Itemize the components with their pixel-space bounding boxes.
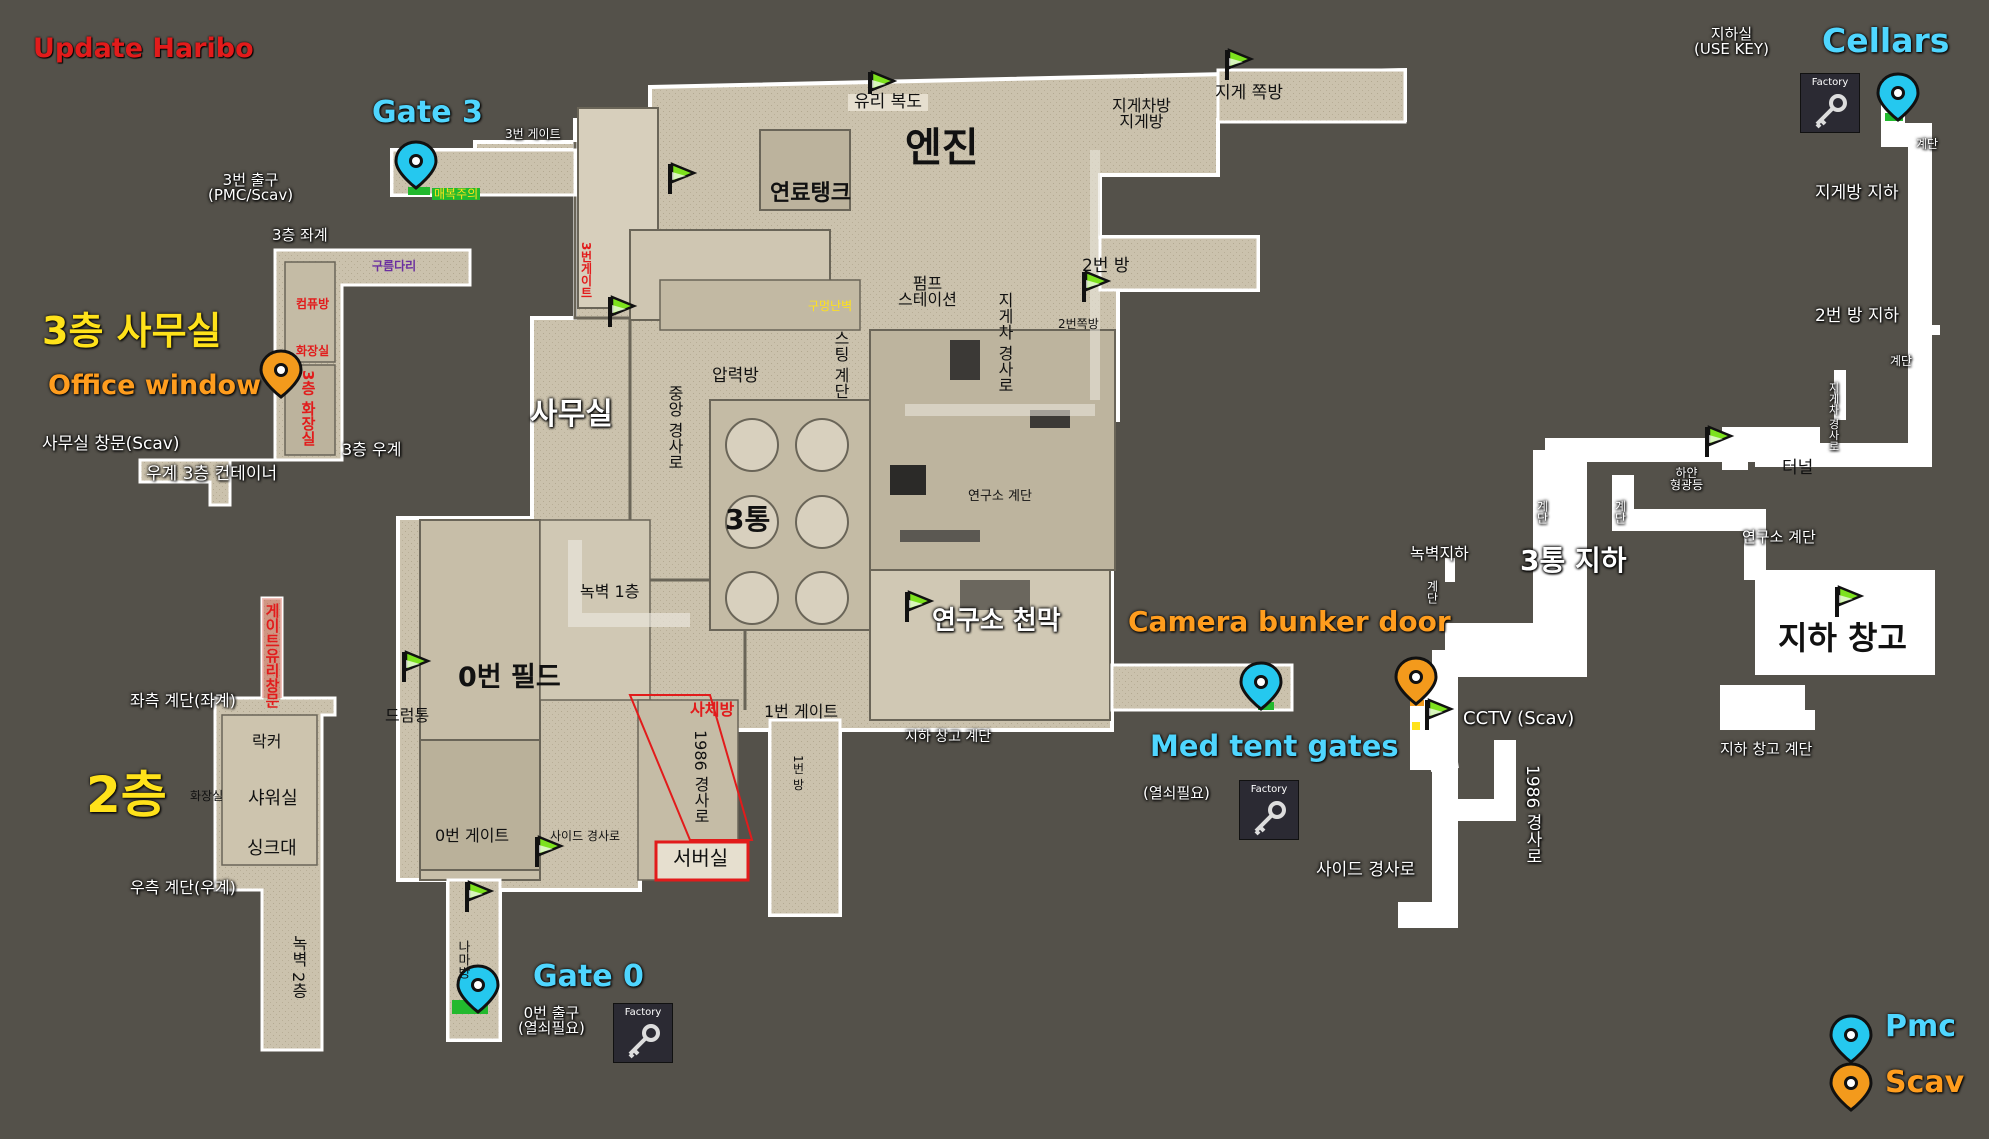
underground-storage-block xyxy=(1755,570,1935,675)
key-factory-cellars: Factory xyxy=(1800,73,1860,133)
left-stairs: 좌측 계단(좌계) xyxy=(130,691,236,710)
glass-partition: 게이트유리창문 xyxy=(263,603,281,708)
shower-label: 샤워실 xyxy=(248,788,298,809)
ug-cctv: CCTV (Scav) xyxy=(1463,708,1575,729)
ug-stairs2: 계단 xyxy=(1890,354,1913,368)
room-ramp1986: 1986 경사로 xyxy=(691,730,710,824)
key-icon xyxy=(1254,801,1286,836)
room-lab-ceiling: 연구소 천막 xyxy=(932,606,1061,636)
room-office: 사무실 xyxy=(530,397,613,432)
ug-storage-stairs: 지하 창고 계단 xyxy=(1720,740,1813,758)
floor3-offices xyxy=(138,248,472,507)
room-lab-stairs: 연구소 계단 xyxy=(968,489,1032,504)
room-side-ramp-inner: 사이드 경사로 xyxy=(550,829,621,843)
room-fuel-tank: 연료탱크 xyxy=(770,181,851,206)
floor2-title: 2층 xyxy=(86,766,167,824)
room-server: 서버실 xyxy=(673,846,729,870)
legend-pmc: Pmc xyxy=(1885,1009,1957,1044)
room-forklift: 지게차방 지게방 xyxy=(1112,96,1171,131)
key-icon xyxy=(1815,94,1847,129)
room-forklift-ramp: 지게차 경사로 xyxy=(995,292,1014,394)
cellars-sub: 지하실 (USE KEY) xyxy=(1694,25,1769,58)
office-window-extract: Office window xyxy=(48,370,262,401)
room-2: 2번 방 xyxy=(1082,256,1130,276)
ug-stairs4: 계단 xyxy=(1613,500,1627,524)
legend-scav: Scav xyxy=(1885,1065,1965,1100)
room-2-small: 2번쪽방 xyxy=(1058,317,1099,331)
bridge-label: 구름다리 xyxy=(372,259,417,273)
toilet-label: 화장실 xyxy=(190,789,224,803)
room-field0: 0번 필드 xyxy=(458,662,561,693)
room-forklift-small: 지게 쪽방 xyxy=(1215,83,1283,103)
right-stairs: 우측 계단(우계) xyxy=(130,878,236,897)
ug-forklift-basement: 지게방 지하 xyxy=(1815,183,1899,203)
ug-ramp1986: 1986 경사로 xyxy=(1522,765,1542,865)
ug-forklift-ramp: 지게차 경사로 xyxy=(1827,382,1840,452)
med-tent-extract: Med tent gates xyxy=(1150,729,1399,763)
ug-rust-basement: 녹벽지하 xyxy=(1410,544,1469,563)
ug-room2-basement: 2번 방 지하 xyxy=(1815,306,1900,326)
room-c: 3층 화장실 xyxy=(299,370,317,446)
room-naked: 나마방 xyxy=(455,940,470,979)
gate3-extract: Gate 3 xyxy=(372,95,483,130)
room-gate3-small: 3번 게이트 xyxy=(505,127,561,141)
sink-label: 싱크대 xyxy=(247,838,297,859)
room-pump-station: 펌프 스테이션 xyxy=(898,274,957,309)
floor3-office-title: 3층 사무실 xyxy=(42,309,222,353)
locker-label: 락커 xyxy=(252,732,282,751)
container-label: 우계 3층 컨테이너 xyxy=(146,464,278,484)
rust-floor2: 녹벽 2층 xyxy=(289,935,308,999)
exit0-label: 0번 출구 (열쇠필요) xyxy=(518,1004,585,1037)
ug-storage: 지하 창고 xyxy=(1778,619,1907,657)
room-drum: 드럼통 xyxy=(385,706,430,725)
room-a: 컴퓨방 xyxy=(296,297,330,311)
room-central-ramp: 중앙 경사로 xyxy=(665,385,684,471)
room-gate1: 1번 게이트 xyxy=(764,702,839,721)
floor3-right-stairs: 3층 우계 xyxy=(342,440,402,459)
room-pressure: 압력방 xyxy=(712,366,759,386)
room-barrel3: 3통 xyxy=(725,503,771,536)
gate0-extract: Gate 0 xyxy=(533,959,644,994)
ug-tunnel: 터널 xyxy=(1782,458,1814,478)
room-dead: 사체방 xyxy=(690,700,735,719)
underground-tunnels xyxy=(1398,80,1940,928)
exit3-label: 3번 출구 (PMC/Scav) xyxy=(208,171,294,204)
room-hazard: 매복주의 xyxy=(432,187,481,201)
camera-bunker-extract: Camera bunker door xyxy=(1128,605,1451,638)
med-tent-sub: (열쇠필요) xyxy=(1143,784,1210,802)
cellars-extract: Cellars xyxy=(1822,21,1950,60)
room-sprinkler: 스팅 계단 xyxy=(831,330,850,400)
key-factory-gate0: Factory xyxy=(613,1003,673,1063)
room-b: 화장실 xyxy=(296,344,330,358)
floor2-area xyxy=(213,596,337,1052)
ug-stairs5: 계단 xyxy=(1425,580,1439,604)
room-gate3-door: 3번게이트 xyxy=(579,242,593,299)
room-gate0-inner: 0번 게이트 xyxy=(435,826,510,845)
key-icon xyxy=(628,1024,660,1059)
room-ventilation: 구멍난벽 xyxy=(808,299,853,313)
room-glass-corridor: 유리 복도 xyxy=(848,94,928,111)
floor3-left-stairs: 3층 좌계 xyxy=(272,226,328,244)
key-factory-medtent: Factory xyxy=(1239,780,1299,840)
office-window-scav: 사무실 창문(Scav) xyxy=(42,434,180,454)
room-engine: 엔진 xyxy=(905,125,979,171)
ug-side-ramp: 사이드 경사로 xyxy=(1316,860,1416,880)
room-underground-stairs: 지하 창고 계단 xyxy=(905,729,992,745)
ug-stairs3: 계단 xyxy=(1535,500,1549,524)
main-building xyxy=(390,67,1407,1042)
room-1: 1번 방 xyxy=(791,755,805,791)
room-rust-floor1: 녹벽 1층 xyxy=(580,582,640,601)
ug-stairs: 계단 xyxy=(1916,137,1939,151)
ug-barrel3-basement: 3통 지하 xyxy=(1520,544,1627,577)
ug-white-light: 하얀 형광등 xyxy=(1670,466,1704,492)
map-title: Update Haribo xyxy=(33,33,254,64)
ug-lab-stairs: 연구소 계단 xyxy=(1742,528,1816,546)
